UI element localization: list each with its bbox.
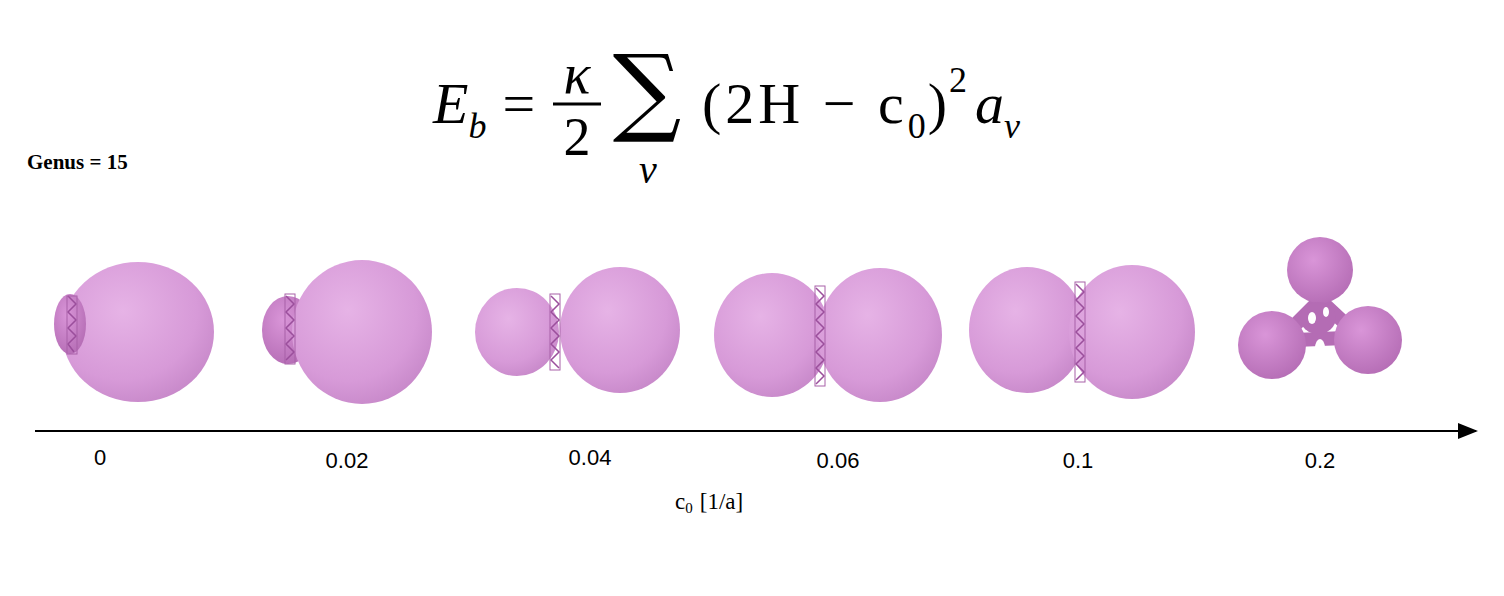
vesicle-shape: [969, 265, 1195, 399]
equation-symbol: ): [928, 75, 947, 133]
sum-symbol: ∑: [613, 42, 682, 138]
axis-label: [1/a]: [700, 490, 743, 513]
tick-label: 0.02: [326, 450, 369, 472]
axis-label: c: [675, 490, 685, 513]
axis-label: 0: [685, 501, 693, 516]
vesicle-shape: [54, 262, 214, 402]
axis-line: [35, 430, 1476, 432]
equation-symbol: E: [433, 75, 468, 133]
tick-label: 0: [94, 447, 106, 469]
tick-label: 0.2: [1305, 450, 1336, 472]
equation-symbol: =: [502, 75, 535, 133]
equation-subscript: b: [468, 108, 486, 144]
vesicle-shape: [262, 260, 432, 404]
vesicle-shape: [714, 268, 942, 402]
genus-label: Genus = 15: [27, 152, 128, 173]
tick-label: 0.04: [569, 447, 612, 469]
tick-label: 0.06: [817, 450, 860, 472]
equation-symbol: (2H − c: [702, 75, 908, 133]
equation-subscript: 0: [908, 108, 926, 144]
fraction-bar: [553, 103, 601, 106]
equation-symbol: κ: [564, 46, 591, 102]
vesicle-shape: [475, 267, 680, 393]
equation-subscript: v: [1004, 108, 1020, 144]
equation-symbol: a: [975, 75, 1004, 133]
equation-symbol: 2: [564, 110, 591, 164]
vesicle-shape: [1238, 237, 1402, 379]
equation-superscript: 2: [949, 62, 967, 98]
equation-subscript: v: [639, 150, 657, 190]
tick-label: 0.1: [1063, 450, 1094, 472]
